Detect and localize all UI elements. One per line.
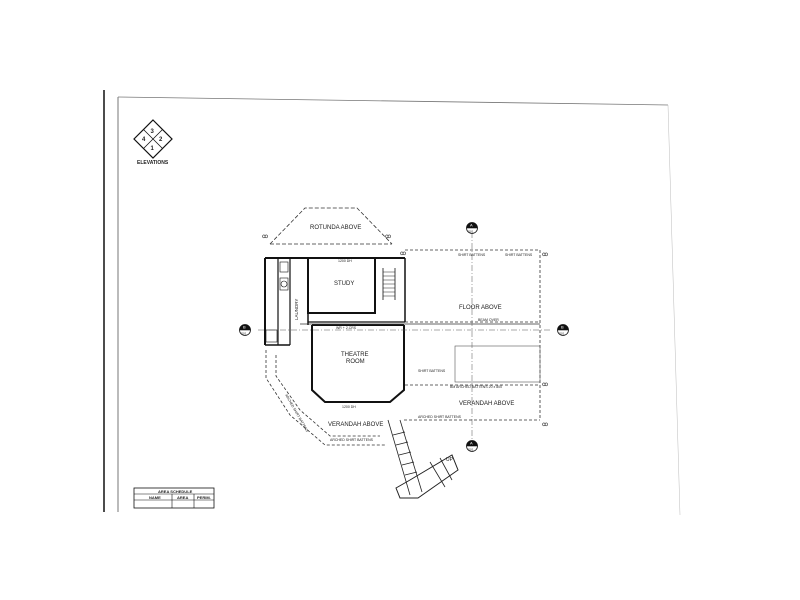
stair-treads	[383, 271, 395, 297]
note-beam-over: BEAM OVER	[478, 318, 499, 322]
grid-marker-b-left: B S01	[239, 324, 251, 336]
room-laundry-label: LAUNDRY	[294, 299, 299, 320]
elevation-number-2: 2	[159, 137, 163, 143]
note-beam-soffit: BM ARCHED BATTENS 20 x 800	[450, 385, 502, 389]
dim-1200-bottom: 1200 DH	[342, 405, 356, 409]
svg-text:ꝏ: ꝏ	[400, 251, 406, 257]
elevation-number-4: 4	[142, 137, 146, 143]
note-arched-shirt-battens-right: ARCHED SHIRT BATTENS	[418, 415, 462, 419]
column-marker-right: ꝏ	[385, 234, 391, 240]
grid-marker-a-bottom: A S01	[466, 440, 478, 452]
stair-up-label: UP	[446, 457, 454, 463]
sheet-border-top	[117, 96, 669, 106]
sheet-border-right	[667, 104, 681, 516]
note-arched-shirt-battens-left: ARCHED SHIRT BATTENS	[284, 394, 309, 434]
svg-text:ꝏ: ꝏ	[542, 252, 548, 258]
grid-marker-b-right: B S01	[557, 324, 569, 336]
grid-marker-b-left-code: S01	[241, 332, 247, 336]
note-shirt-batten-small: SHIRT BATTENS	[418, 369, 446, 373]
dim-1200-top: 1200 DH	[338, 259, 352, 263]
elevation-key: 3 2 1 4 ELEVATIONS	[133, 119, 173, 166]
grid-marker-a-top-code: S01	[468, 230, 474, 234]
area-schedule-col-area: AREA	[177, 495, 188, 500]
grid-marker-a-top-letter: A	[470, 223, 473, 228]
column-markers-right: ꝏ ꝏ ꝏ ꝏ	[400, 251, 548, 428]
entry-stair	[387, 419, 459, 499]
room-theatre-label-1: THEATRE	[341, 352, 369, 358]
area-schedule-table: AREA SCHEDULE NAME AREA PERIM.	[133, 487, 215, 509]
dim-wall: WR + 2.CRS	[336, 326, 357, 330]
grid-marker-a-bottom-letter: A	[470, 441, 473, 446]
grid-marker-a-bottom-code: S01	[468, 448, 474, 452]
grid-marker-a-top: A S01	[466, 222, 478, 234]
area-schedule-title: AREA SCHEDULE	[158, 489, 193, 494]
building-walls	[264, 257, 406, 403]
elevation-number-1: 1	[151, 146, 155, 152]
rotunda-above-label: ROTUNDA ABOVE	[310, 225, 361, 231]
room-study-label: STUDY	[334, 281, 354, 287]
svg-text:ꝏ: ꝏ	[542, 422, 548, 428]
note-arched-shirt-battens-bottom: ARCHED SHIRT BATTENS	[330, 438, 374, 442]
floor-above-outline	[405, 249, 541, 420]
room-floor-above-label: FLOOR ABOVE	[459, 305, 502, 311]
area-schedule-col-perim: PERIM.	[197, 495, 211, 500]
verandah-above	[265, 350, 540, 446]
note-shirt-battens-top-right: SHIRT BATTENS	[505, 253, 533, 257]
note-shirt-battens-top: SHIRT BATTENS	[458, 253, 486, 257]
svg-text:ꝏ: ꝏ	[542, 382, 548, 388]
grid-marker-b-right-code: S01	[559, 332, 565, 336]
elevation-number-3: 3	[151, 129, 155, 135]
area-schedule-col-name: NAME	[149, 495, 161, 500]
column-marker-left: ꝏ	[262, 234, 268, 240]
rotunda-above: ROTUNDA ABOVE ꝏ ꝏ	[262, 207, 393, 245]
room-verandah-above-right-label: VERANDAH ABOVE	[459, 401, 514, 407]
elevation-key-label: ELEVATIONS	[137, 160, 169, 166]
room-verandah-above-left-label: VERANDAH ABOVE	[328, 422, 383, 428]
grid-marker-b-left-letter: B	[243, 325, 246, 330]
room-theatre-label-2: ROOM	[346, 359, 365, 365]
grid-marker-b-right-letter: B	[561, 325, 564, 330]
